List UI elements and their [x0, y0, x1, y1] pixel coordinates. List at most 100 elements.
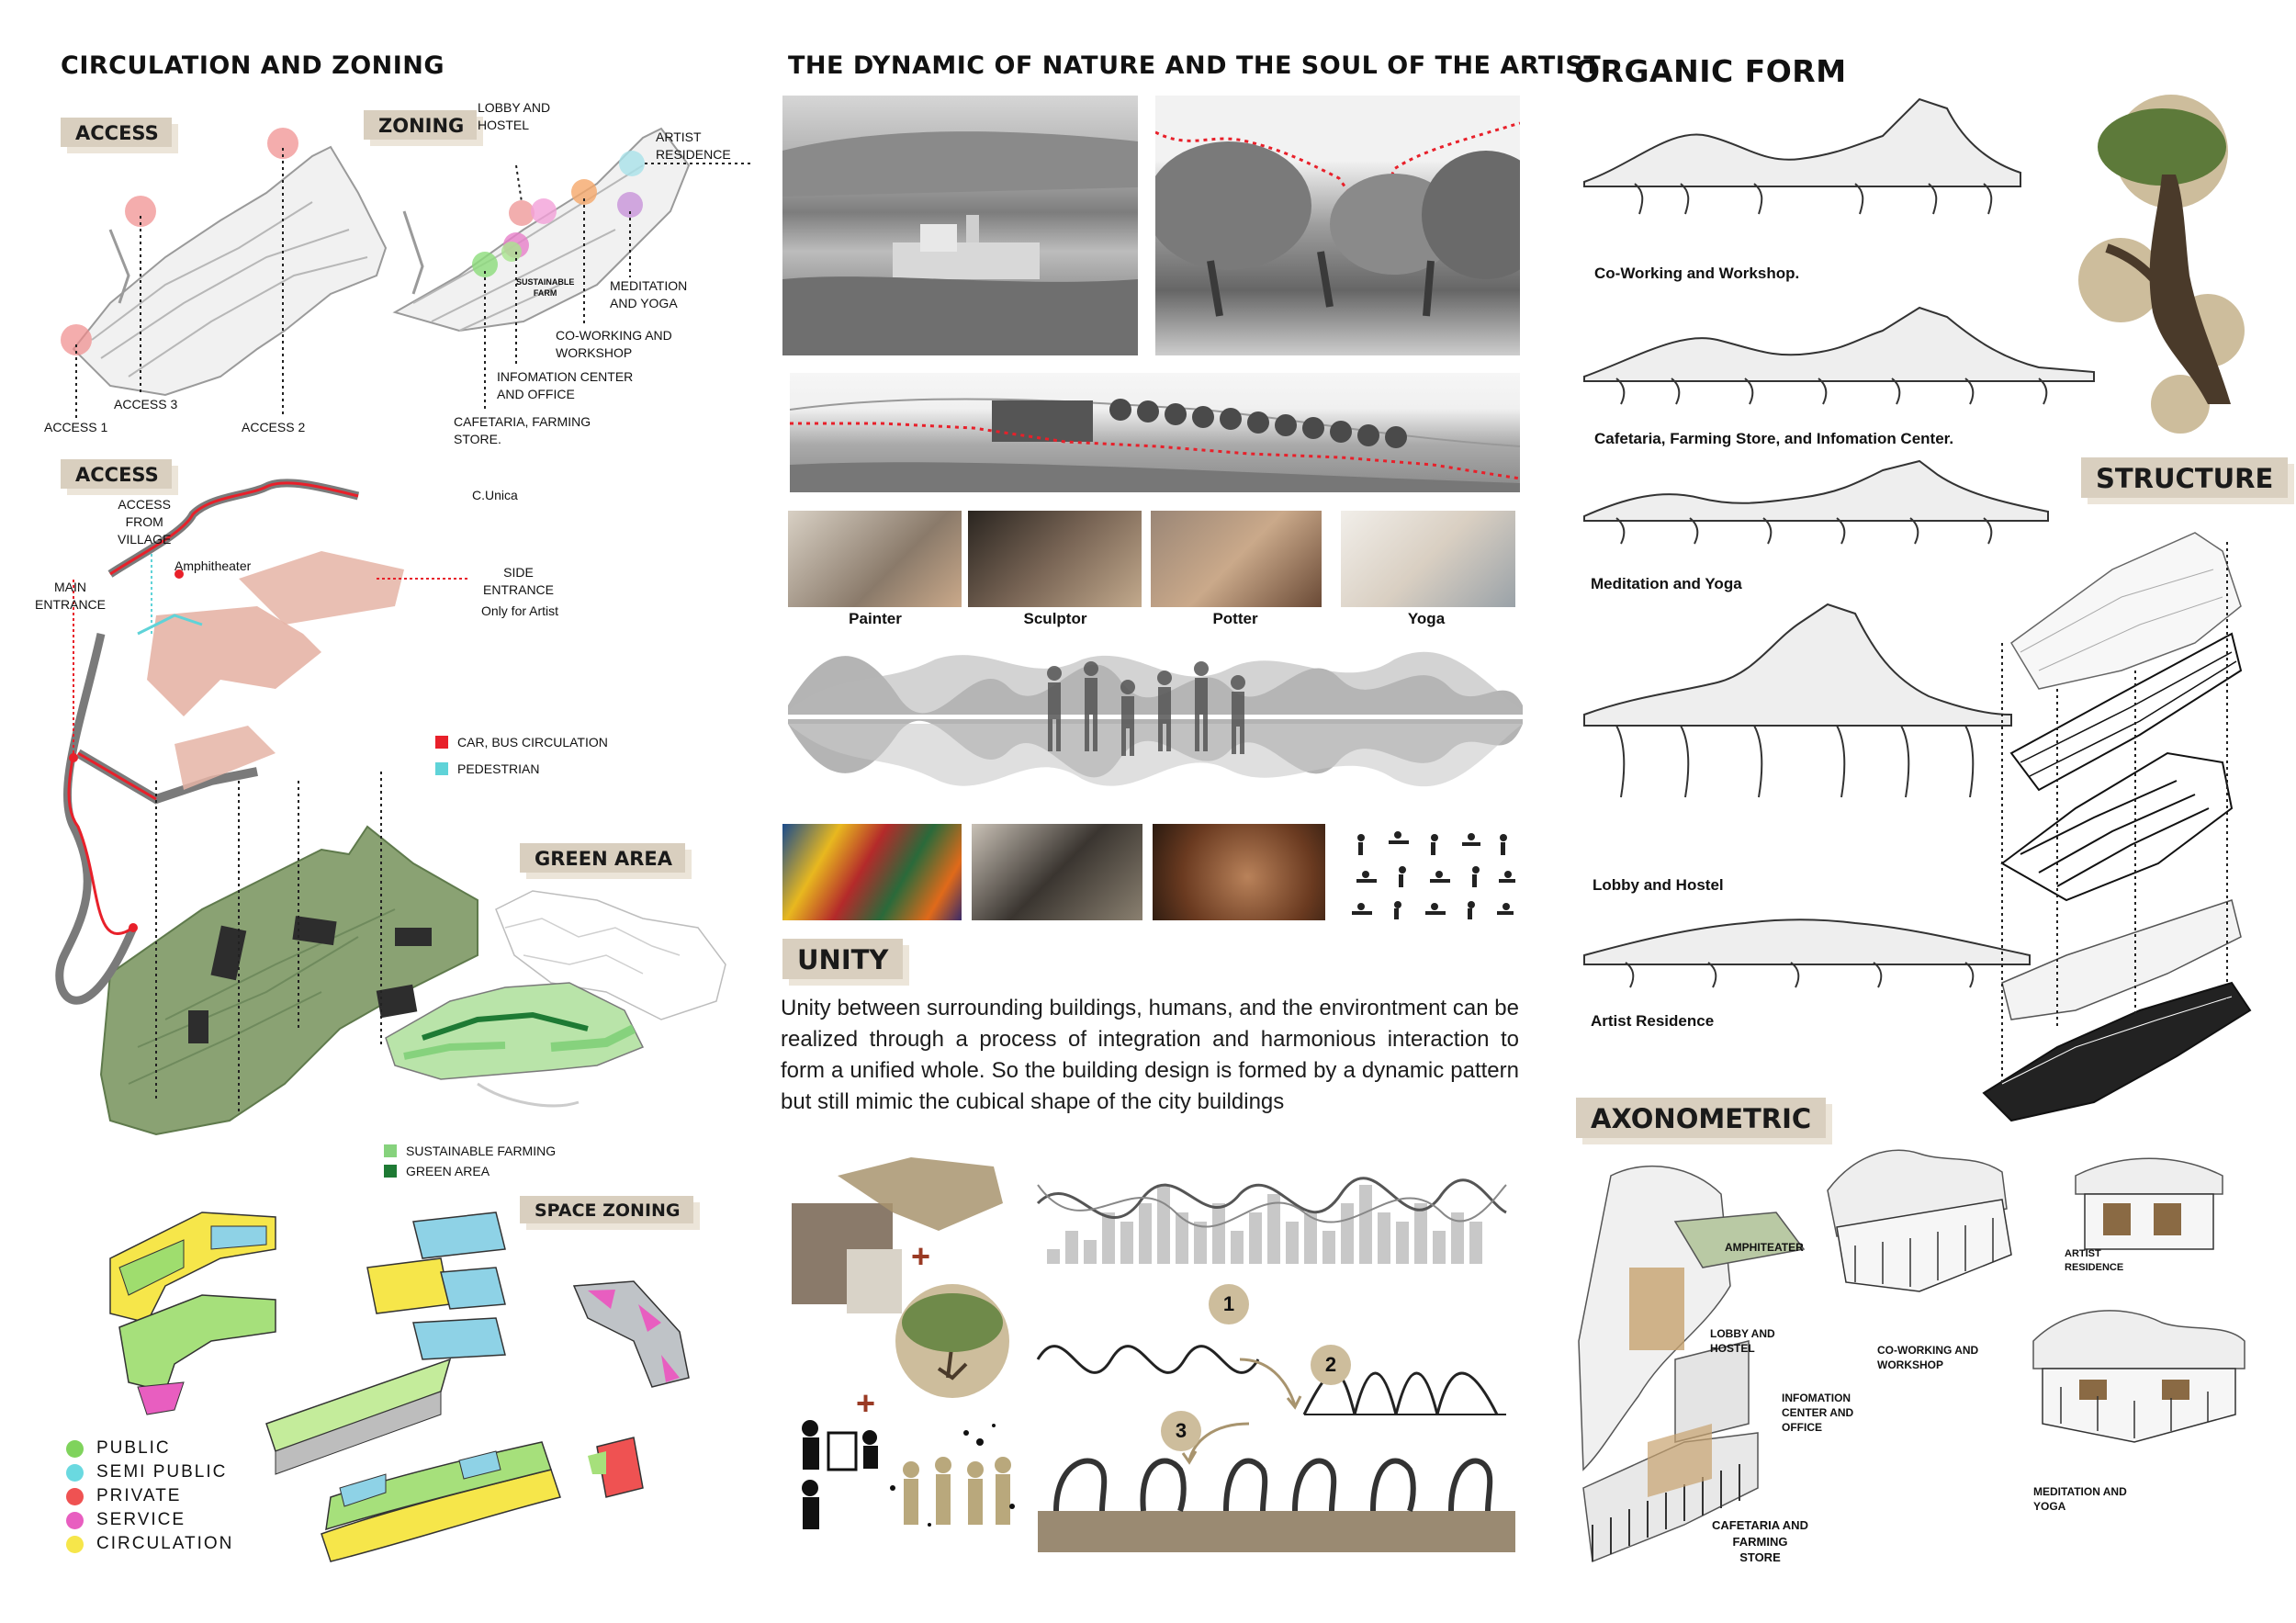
olive-grove-photo	[1155, 96, 1520, 355]
space-zoning-tag: SPACE ZONING	[520, 1196, 693, 1223]
pottery-photo	[1153, 824, 1325, 920]
access-markers	[61, 128, 298, 418]
potter-photo	[1151, 511, 1322, 607]
zoning-sustainable-label: SUSTAINABLE FARM	[516, 277, 575, 299]
legend-label: PEDESTRIAN	[457, 761, 540, 776]
amphitheater-label: Amphitheater	[174, 558, 252, 573]
zoning-meditation-label: MEDITATION AND YOGA	[610, 278, 688, 310]
step-2-badge: 2	[1311, 1345, 1351, 1385]
legend-swatch	[435, 762, 448, 775]
space-legend-semi-public: SEMI PUBLIC	[66, 1462, 227, 1482]
form-caption-cafetaria: Cafetaria, Farming Store, and Infomation…	[1594, 430, 1954, 447]
plus-sign-1: +	[911, 1237, 930, 1275]
axo-label-coworking: CO-WORKING AND WORKSHOP	[1877, 1344, 1979, 1372]
zoning-artist-label: ARTIST RESIDENCE	[656, 130, 731, 162]
axo-label-cafetaria: CAFETARIA AND FARMING STORE	[1712, 1518, 1808, 1565]
circulation-site-diagram	[55, 479, 478, 1136]
space-legend-public: PUBLIC	[66, 1438, 171, 1459]
access-1-label: ACCESS 1	[44, 420, 108, 434]
legend-car-bus: CAR, BUS CIRCULATION	[435, 735, 608, 750]
legend-dot	[66, 1511, 84, 1529]
caption-yoga: Yoga	[1407, 610, 1446, 627]
statue-photo	[972, 824, 1142, 920]
access-terrain-model	[72, 145, 388, 397]
zoning-markers	[472, 151, 753, 409]
panorama-photo	[790, 373, 1520, 492]
zoning-coworking-label: CO-WORKING AND WORKSHOP	[556, 328, 672, 360]
access-2-label: ACCESS 2	[242, 420, 306, 434]
legend-label: SUSTAINABLE FARMING	[406, 1144, 557, 1158]
step-1-badge: 1	[1209, 1284, 1249, 1324]
axo-label-info: INFOMATION CENTER AND OFFICE	[1782, 1392, 1854, 1435]
legend-swatch	[435, 736, 448, 749]
section-title-organic-form: ORGANIC FORM	[1574, 53, 1847, 89]
access-3-label: ACCESS 3	[114, 397, 178, 411]
form-caption-lobby: Lobby and Hostel	[1593, 876, 1724, 894]
form-cafetaria	[1583, 306, 2095, 405]
axonometric-tag: AXONOMETRIC	[1576, 1098, 1827, 1138]
axo-label-meditation: MEDITATION AND YOGA	[2033, 1485, 2127, 1514]
access-from-village-label: ACCESS FROM VILLAGE	[118, 497, 172, 547]
village-photo	[782, 96, 1138, 355]
step-3-badge: 3	[1161, 1411, 1201, 1451]
legend-dot	[66, 1487, 84, 1505]
section-title-circulation: CIRCULATION AND ZONING	[61, 51, 445, 80]
axo-main-complex	[1578, 1165, 1806, 1563]
green-area-tag: GREEN AREA	[520, 843, 686, 873]
legend-swatch	[384, 1144, 397, 1157]
green-area-map	[385, 890, 726, 1108]
main-entrance-label: MAIN ENTRANCE	[35, 580, 107, 612]
only-artist-label: Only for Artist	[481, 603, 559, 618]
form-lobby	[1583, 603, 2012, 798]
legend-label: CIRCULATION	[96, 1534, 234, 1553]
dancers-silhouette	[1047, 661, 1245, 756]
axo-coworking	[1827, 1149, 2012, 1292]
structure-exploded-axonometric	[1982, 532, 2252, 1122]
zoning-tag: ZONING	[364, 110, 478, 140]
section-title-dynamic: THE DYNAMIC OF NATURE AND THE SOUL OF TH…	[788, 51, 1602, 80]
form-caption-coworking: Co-Working and Workshop.	[1594, 265, 1800, 282]
caption-potter: Potter	[1212, 610, 1258, 627]
form-coworking	[1583, 97, 2021, 215]
yoga-poses-graphic	[1352, 831, 1515, 919]
cunica-label: C.Unica	[472, 488, 518, 502]
axo-artist-residence	[2075, 1157, 2223, 1250]
legend-label: SEMI PUBLIC	[96, 1462, 228, 1482]
axo-label-amphitheater: AMPHITEATER	[1725, 1241, 1804, 1254]
legend-green-area: GREEN AREA	[384, 1164, 490, 1178]
zoning-cafetaria-label: CAFETARIA, FARMING STORE.	[454, 414, 591, 446]
legend-label: GREEN AREA	[406, 1164, 490, 1178]
legend-label: PUBLIC	[96, 1438, 171, 1458]
sculptor-photo	[968, 511, 1142, 607]
form-caption-artist-residence: Artist Residence	[1591, 1012, 1715, 1030]
caption-painter: Painter	[849, 610, 902, 627]
yoga-photo	[1341, 511, 1515, 607]
legend-dot	[66, 1535, 84, 1553]
space-zoning-models	[109, 1212, 690, 1562]
zoning-lobby-label: LOBBY AND HOSTEL	[478, 100, 551, 132]
access-circulation-tag: ACCESS	[61, 459, 172, 489]
caption-sculptor: Sculptor	[1023, 610, 1087, 627]
abstract-painting-photo	[782, 824, 962, 920]
dynamic-wave-graphic	[788, 651, 1523, 787]
legend-pedestrian: PEDESTRIAN	[435, 761, 539, 776]
form-meditation	[1583, 459, 2049, 545]
legend-label: CAR, BUS CIRCULATION	[457, 735, 608, 750]
space-legend-service: SERVICE	[66, 1510, 186, 1530]
space-legend-circulation: CIRCULATION	[66, 1534, 233, 1554]
unity-composition: + +	[792, 1157, 1015, 1529]
painter-photo	[788, 511, 962, 607]
legend-swatch	[384, 1165, 397, 1178]
form-artist-residence	[1583, 919, 2031, 988]
legend-label: PRIVATE	[96, 1486, 182, 1505]
axo-label-artist: ARTIST RESIDENCE	[2065, 1248, 2124, 1273]
axo-meditation	[2032, 1310, 2245, 1443]
unity-paragraph: Unity between surrounding buildings, hum…	[781, 996, 1519, 1115]
olive-tree-graphic	[2078, 95, 2245, 434]
space-legend-private: PRIVATE	[66, 1486, 181, 1506]
plus-sign-2: +	[856, 1384, 875, 1422]
axo-label-lobby: LOBBY AND HOSTEL	[1710, 1327, 1775, 1356]
form-caption-meditation: Meditation and Yoga	[1591, 575, 1742, 592]
access-tag: ACCESS	[61, 118, 172, 147]
form-process-diagram	[1036, 1177, 1515, 1552]
